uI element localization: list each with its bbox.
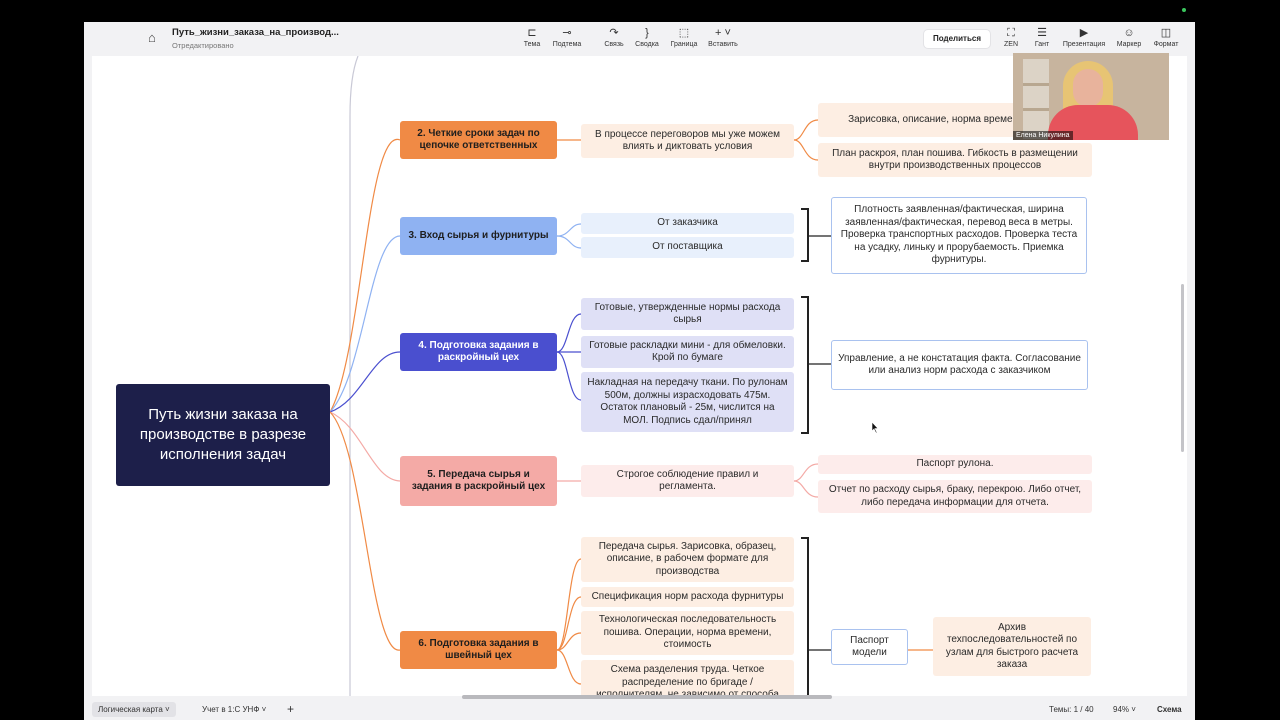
toolbar-presentation-button[interactable]: ▶ Презентация — [1059, 26, 1109, 50]
branch-6-outcome[interactable]: Паспорт модели — [831, 629, 908, 665]
add-sheet-button[interactable]: + — [287, 702, 294, 717]
participant-name: Елена Никулина — [1013, 131, 1073, 140]
video-overlay: Елена Никулина — [1013, 53, 1169, 140]
presentation-icon: ▶ — [1059, 26, 1109, 40]
root-topic[interactable]: Путь жизни заказа на производстве в разр… — [116, 384, 330, 486]
branch-6-subtopic-3[interactable]: Технологическая последовательность пошив… — [581, 611, 794, 655]
branch-4-subtopic-2[interactable]: Готовые раскладки мини - для обмеловки. … — [581, 336, 794, 368]
branch-3-topic[interactable]: 3. Вход сырья и фурнитуры — [400, 217, 557, 255]
topics-counter: Темы: 1 / 40 — [1049, 702, 1094, 717]
branch-6-outcome-note[interactable]: Архив техпоследовательностей по узлам дл… — [933, 617, 1091, 676]
summary-bracket — [801, 537, 809, 696]
branch-4-subtopic-1[interactable]: Готовые, утвержденные нормы расхода сырь… — [581, 298, 794, 330]
home-icon[interactable]: ⌂ — [148, 31, 162, 45]
bottom-bar: Логическая карта ˅ Учет в 1:С УНФ ˅ + Те… — [84, 699, 1195, 720]
document-title[interactable]: Путь_жизни_заказа_на_производ... — [172, 27, 339, 38]
branch-2-topic[interactable]: 2. Четкие сроки задач по цепочке ответст… — [400, 121, 557, 159]
branch-3-subtopic-1[interactable]: От заказчика — [581, 213, 794, 234]
subtopic-icon: ⊸ — [542, 26, 592, 40]
sheet-tab-label: Учет в 1:С УНФ — [202, 705, 259, 714]
top-toolbar: ⌂ Путь_жизни_заказа_на_производ... Отред… — [84, 22, 1195, 56]
chevron-down-icon: ˅ — [262, 705, 267, 714]
participant-face — [1073, 69, 1103, 107]
branch-3-outcome[interactable]: Плотность заявленная/фактическая, ширина… — [831, 197, 1087, 274]
branch-6-subtopic-1[interactable]: Передача сырья. Зарисовка, образец, опис… — [581, 537, 794, 582]
document-status: Отредактировано — [172, 41, 234, 50]
insert-icon: + ˅ — [698, 26, 748, 40]
branch-5-topic[interactable]: 5. Передача сырья и задания в раскройный… — [400, 456, 557, 506]
mouse-cursor-icon — [872, 422, 879, 433]
sheet-tab[interactable]: Учет в 1:С УНФ ˅ — [202, 702, 266, 717]
toolbar-subtopic-button[interactable]: ⊸ Подтема — [542, 26, 592, 50]
sheet-tab-active[interactable]: Логическая карта ˅ — [92, 702, 176, 717]
branch-6-topic[interactable]: 6. Подготовка задания в швейный цех — [400, 631, 557, 669]
zoom-level[interactable]: 94% ˅ — [1113, 702, 1136, 717]
vertical-scrollbar[interactable] — [1181, 284, 1184, 452]
chevron-down-icon: ˅ — [1131, 705, 1136, 714]
summary-bracket — [801, 208, 809, 262]
branch-5-leaf-1[interactable]: Паспорт рулона. — [818, 455, 1092, 474]
recording-indicator — [1182, 8, 1186, 12]
branch-4-subtopic-3[interactable]: Накладная на передачу ткани. По рулонам … — [581, 372, 794, 432]
branch-6-subtopic-2[interactable]: Спецификация норм расхода фурнитуры — [581, 587, 794, 607]
branch-5-leaf-2[interactable]: Отчет по расходу сырья, браку, перекрою.… — [818, 480, 1092, 513]
toolbar-label: Формат — [1141, 40, 1191, 50]
toolbar-label: Подтема — [542, 40, 592, 50]
branch-6-subtopic-4[interactable]: Схема разделения труда. Четкое распредел… — [581, 660, 794, 696]
branch-2-subtopic[interactable]: В процессе переговоров мы уже можем влия… — [581, 124, 794, 158]
branch-4-outcome[interactable]: Управление, а не констатация факта. Согл… — [831, 340, 1088, 390]
toolbar-format-button[interactable]: ◫ Формат — [1141, 26, 1191, 50]
shelf-divider — [1023, 83, 1049, 86]
background-shelf — [1023, 59, 1049, 139]
branch-2-leaf-2[interactable]: План раскроя, план пошива. Гибкость в ра… — [818, 143, 1092, 177]
mindmap-canvas[interactable]: Путь жизни заказа на производстве в разр… — [92, 56, 1187, 696]
toolbar-label: Вставить — [698, 40, 748, 50]
sheet-tab-label: Логическая карта — [98, 705, 163, 714]
branch-3-subtopic-2[interactable]: От поставщика — [581, 237, 794, 258]
branch-5-subtopic[interactable]: Строгое соблюдение правил и регламента. — [581, 465, 794, 497]
shelf-divider — [1023, 108, 1049, 111]
toolbar-label: Презентация — [1059, 40, 1109, 50]
format-icon: ◫ — [1141, 26, 1191, 40]
chevron-down-icon: ˅ — [165, 705, 170, 714]
toolbar-insert-button[interactable]: + ˅ Вставить — [698, 26, 748, 50]
branch-4-topic[interactable]: 4. Подготовка задания в раскройный цех — [400, 333, 557, 371]
summary-bracket — [801, 296, 809, 434]
view-mode[interactable]: Схема — [1157, 702, 1182, 717]
zoom-value: 94% — [1113, 705, 1129, 714]
share-button[interactable]: Поделиться — [924, 30, 990, 48]
